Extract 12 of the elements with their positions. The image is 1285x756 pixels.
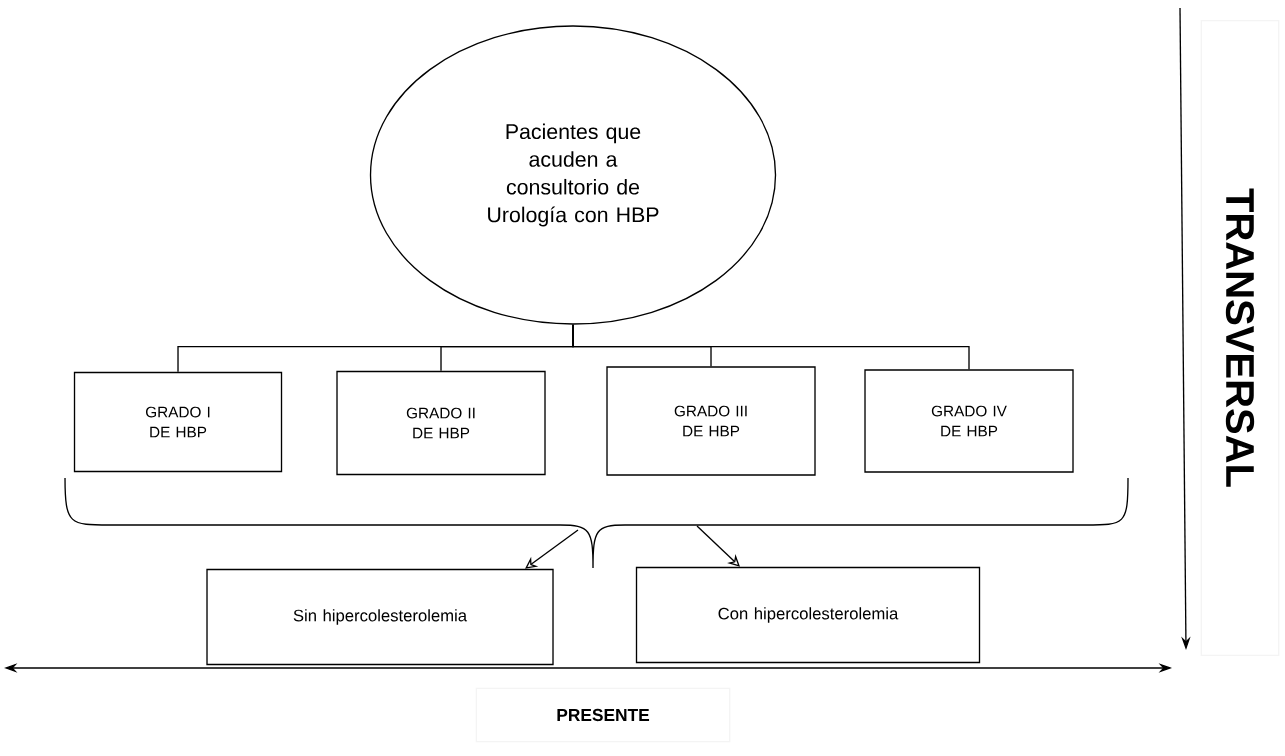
process-box: GRADO I DE HBP xyxy=(73,371,283,473)
axis-label: PRESENTE xyxy=(475,687,731,743)
process-box: GRADO IV DE HBP xyxy=(864,369,1074,473)
process-box: Sin hipercolesterolemia xyxy=(206,568,554,666)
tree-connector xyxy=(572,324,970,370)
process-box: Con hipercolesterolemia xyxy=(635,566,981,664)
process-box: GRADO III DE HBP xyxy=(606,366,816,476)
axis-label: TRANSVERSAL xyxy=(1200,20,1280,656)
arrow xyxy=(696,525,740,567)
oval-node: Pacientes que acuden a consultorio de Urología con HBP xyxy=(369,25,777,325)
process-box: GRADO II DE HBP xyxy=(336,370,546,476)
arrow xyxy=(525,529,579,569)
